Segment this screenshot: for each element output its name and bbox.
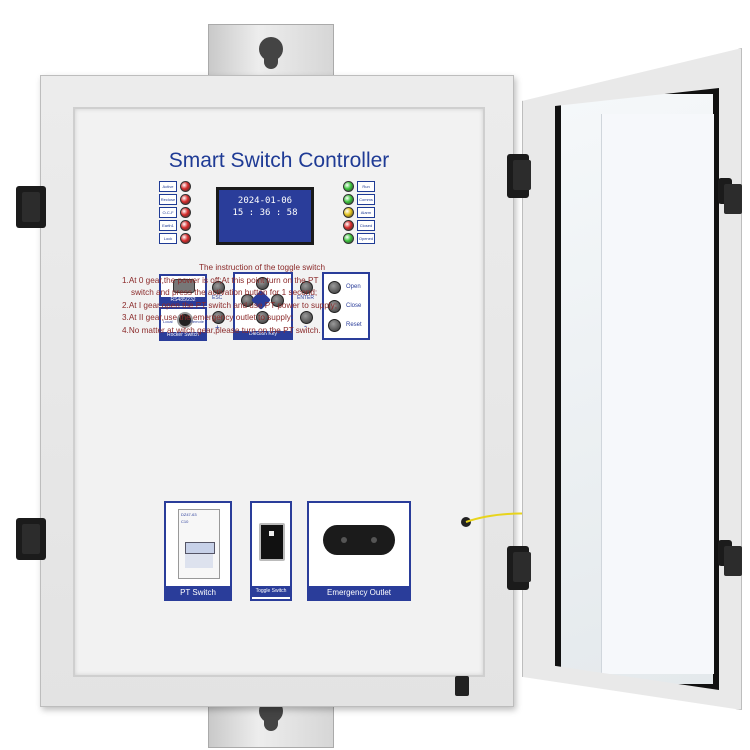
indicator-led-icon	[343, 194, 354, 205]
indicator-led-icon	[343, 233, 354, 244]
pt-switch-label: PT Switch	[166, 586, 230, 599]
indicator-row: Earth1	[159, 220, 191, 231]
instruction-line1b: switch and press the activation button f…	[131, 288, 318, 298]
reset-button[interactable]	[328, 319, 341, 332]
indicator-label: Lock	[159, 233, 177, 244]
rocker-label: Rocker Switch	[161, 332, 205, 339]
direction-up-button[interactable]	[256, 277, 269, 290]
indicator-label: Earth1	[159, 220, 177, 231]
open-button[interactable]	[328, 281, 341, 294]
toggle-switch-label: Toggle Switch	[252, 586, 290, 597]
lcd-display: 2024-01-06 15 : 36 : 58	[216, 187, 314, 245]
rs485-label: RS485/232	[161, 297, 205, 304]
door-inner-panel	[601, 114, 714, 674]
indicator-label: O-C-F	[159, 207, 177, 218]
esc-button[interactable]	[212, 281, 225, 294]
pt-switch-module: DZ47-63 C10 PT Switch	[164, 501, 232, 601]
indicator-row: Reclose	[159, 194, 191, 205]
toggle-instructions: The instruction of the toggle switch 1.At…	[122, 262, 402, 338]
indicator-label: Reclose	[159, 194, 177, 205]
hinge-icon	[16, 518, 46, 560]
minus-button[interactable]	[300, 311, 313, 324]
instruction-line1a: 1.At 0 gear,the power is off;At this poi…	[122, 275, 319, 285]
indicator-led-icon	[343, 220, 354, 231]
db9-connector-icon	[173, 279, 195, 293]
indicator-led-icon	[180, 181, 191, 192]
rocker-remote-label: Remote	[190, 319, 205, 324]
instruction-line4: 4.No matter at witch gear,please turn on…	[122, 325, 321, 335]
indicator-label: Active	[159, 181, 177, 192]
rocker-local-label: Local	[163, 319, 173, 324]
instruction-heading: The instruction of the toggle switch	[198, 263, 326, 272]
emergency-outlet-module: Emergency Outlet	[307, 501, 411, 601]
door-hinge-icon	[507, 154, 531, 198]
minus-label: -	[304, 321, 307, 331]
indicator-row: O-C-F	[159, 207, 191, 218]
indicator-row: Alarm	[343, 207, 375, 218]
top-mounting-bracket	[208, 24, 334, 80]
hinge-icon	[16, 186, 46, 228]
bottom-mounting-bracket	[208, 699, 334, 748]
plus-button[interactable]	[212, 311, 225, 324]
indicator-row: Run	[343, 181, 375, 192]
indicator-label: Opened	[357, 233, 375, 244]
lcd-time: 15 : 36 : 58	[232, 208, 298, 218]
direction-key-pad: Diection Key	[233, 272, 293, 340]
panel-title: Smart Switch Controller	[168, 149, 390, 172]
indicator-row: Closed	[343, 220, 375, 231]
plus-label: +	[215, 323, 220, 332]
indicator-row: Opened	[343, 233, 375, 244]
indicator-row: Comms	[343, 194, 375, 205]
open-label: Open	[346, 284, 361, 290]
breaker-body[interactable]: DZ47-63 C10	[178, 509, 220, 579]
bottom-cable-gland	[455, 676, 469, 696]
breaker-control-group: Open Close Reset	[322, 272, 370, 340]
breaker-model: DZ47-63	[181, 512, 197, 517]
door-hinge-icon	[507, 546, 531, 590]
indicator-label: Comms	[357, 194, 375, 205]
indicator-label: Closed	[357, 220, 375, 231]
indicator-led-icon	[180, 220, 191, 231]
close-label: Close	[346, 303, 362, 309]
breaker-lever-icon	[185, 542, 215, 554]
emergency-outlet-label: Emergency Outlet	[309, 586, 409, 599]
keyhole-icon	[259, 37, 283, 69]
indicator-led-icon	[180, 233, 191, 244]
rocker-knob-icon	[177, 312, 193, 328]
enter-button[interactable]	[300, 281, 313, 294]
indicator-label: Alarm	[357, 207, 375, 218]
indicator-row: Lock	[159, 233, 191, 244]
toggle-switch-module: Toggle Switch	[250, 501, 292, 601]
rs485-port[interactable]: RS485/232	[159, 274, 207, 306]
door-window	[555, 88, 719, 690]
reset-label: Reset	[346, 322, 362, 328]
indicator-row: Active	[159, 181, 191, 192]
indicator-led-icon	[180, 207, 191, 218]
close-button[interactable]	[328, 300, 341, 313]
toggle-switch[interactable]	[259, 523, 285, 561]
indicator-led-icon	[343, 207, 354, 218]
rocker-switch[interactable]: Local Remote Rocker Switch	[159, 307, 207, 341]
instruction-line2: 2.At I gear,open the PT switch and use P…	[122, 300, 337, 310]
direction-key-label: Diection Key	[235, 331, 291, 338]
door-latch-icon	[718, 178, 742, 214]
enter-label: ENTER	[297, 295, 314, 301]
front-panel: Smart Switch Controller 2024-01-06 15 : …	[73, 107, 485, 677]
esc-label: ESC	[212, 295, 223, 301]
indicator-led-icon	[180, 194, 191, 205]
direction-right-button[interactable]	[271, 294, 284, 307]
lcd-date: 2024-01-06	[237, 196, 293, 206]
door-latch-icon	[718, 540, 742, 576]
indicator-led-icon	[343, 181, 354, 192]
indicator-label: Run	[357, 181, 375, 192]
instruction-line3: 3.At II gear,use the emergency outlet to…	[122, 313, 294, 323]
outlet-socket-icon[interactable]	[323, 525, 395, 555]
keyhole-icon	[259, 699, 283, 731]
breaker-rating: C10	[181, 519, 189, 524]
direction-down-button[interactable]	[256, 311, 269, 324]
